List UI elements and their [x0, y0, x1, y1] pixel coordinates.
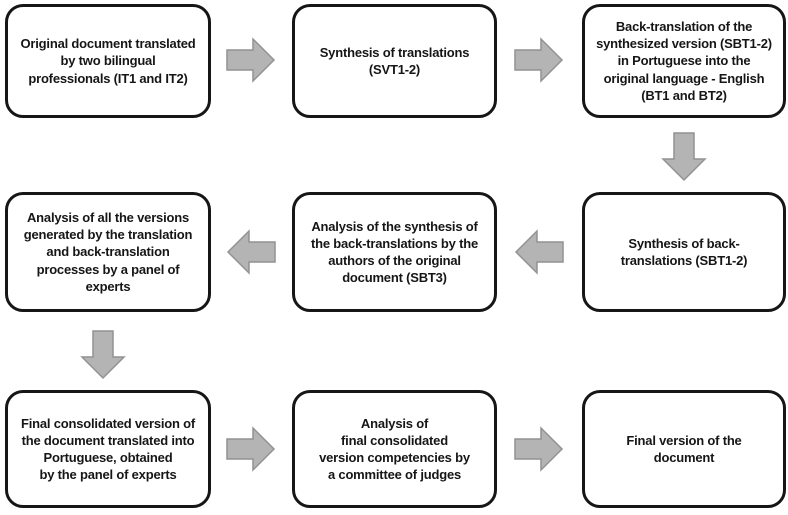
arrow-down-icon	[80, 330, 126, 380]
flow-step-2-synthesis-translations: Synthesis of translations (SVT1-2)	[292, 4, 497, 118]
flow-step-8-label: Analysis of final consolidated version c…	[319, 415, 470, 483]
arrow-left-icon	[514, 229, 564, 275]
arrow-right-icon	[514, 426, 564, 472]
flow-step-6-analysis-all-versions: Analysis of all the versions generated b…	[5, 192, 211, 312]
flow-step-5-analysis-synthesis: Analysis of the synthesis of the back-tr…	[292, 192, 497, 312]
flow-step-9-final-version: Final version of the document	[582, 390, 786, 508]
arrow-right-icon	[226, 426, 276, 472]
flow-step-9-label: Final version of the document	[626, 432, 742, 465]
arrow-right-icon	[514, 37, 564, 83]
flow-step-1-label: Original document translated by two bili…	[20, 36, 196, 86]
flow-step-4-label: Synthesis of back- translations (SBT1-2)	[620, 235, 748, 268]
flow-step-3-label: Back-translation of the synthesized vers…	[596, 19, 772, 103]
flow-step-3-back-translation: Back-translation of the synthesized vers…	[582, 4, 786, 118]
flow-step-6-label: Analysis of all the versions generated b…	[23, 210, 193, 294]
arrow-right-icon	[226, 37, 276, 83]
flow-step-2-label: Synthesis of translations (SVT1-2)	[319, 44, 470, 77]
flow-step-7-label: Final consolidated version of the docume…	[20, 415, 196, 483]
flow-step-8-analysis-competencies: Analysis of final consolidated version c…	[292, 390, 497, 508]
flow-step-1-original-translation: Original document translated by two bili…	[5, 4, 211, 118]
flow-step-4-synthesis-back-translations: Synthesis of back- translations (SBT1-2)	[582, 192, 786, 312]
arrow-down-icon	[661, 132, 707, 182]
arrow-left-icon	[226, 229, 276, 275]
flow-step-5-label: Analysis of the synthesis of the back-tr…	[310, 218, 479, 286]
flow-step-7-final-consolidated-version: Final consolidated version of the docume…	[5, 390, 211, 508]
